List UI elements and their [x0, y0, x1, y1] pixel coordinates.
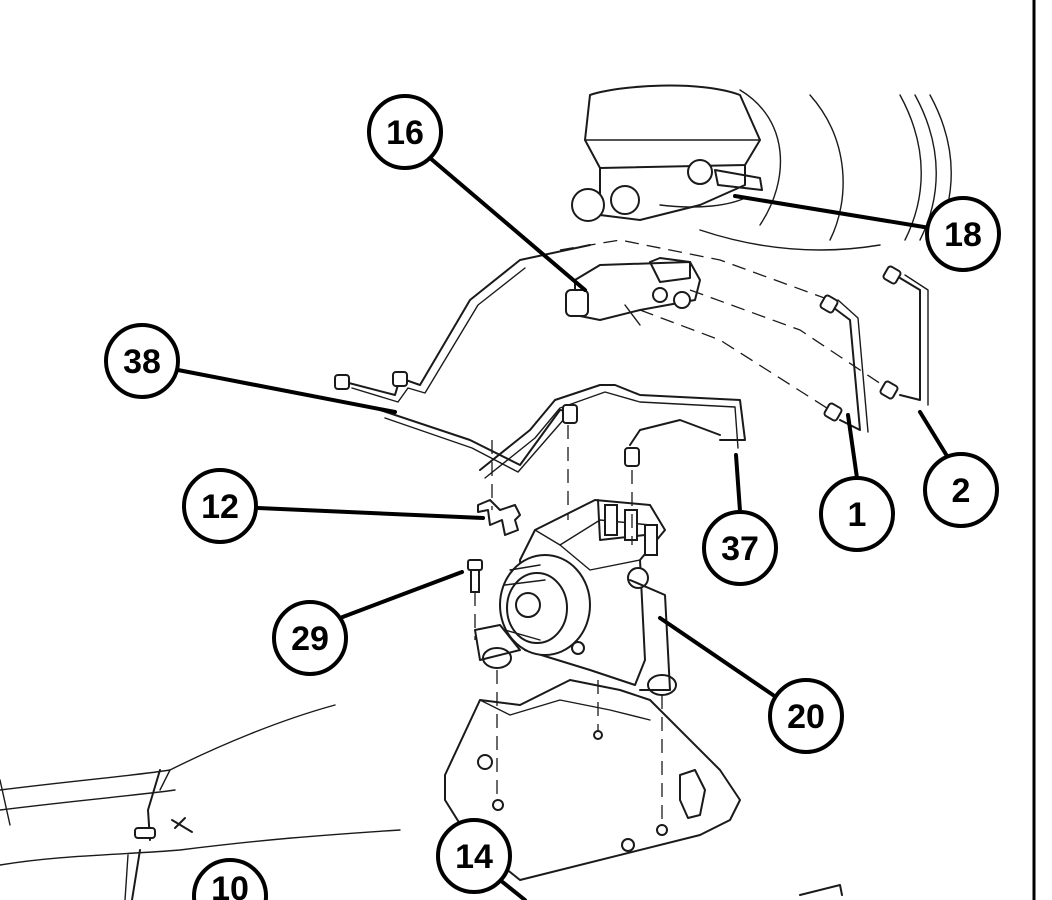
brake-line-38 [334, 244, 591, 473]
brake-line-path-c [689, 289, 891, 391]
callout-20-label: 20 [787, 698, 825, 736]
proportioning-valve [565, 257, 701, 326]
callout-16-label: 16 [386, 114, 424, 152]
leader-12 [256, 506, 485, 520]
callout-2: 2 [923, 452, 999, 528]
callout-2-label: 2 [952, 472, 971, 510]
brake-line-37 [479, 384, 746, 479]
callout-29: 29 [272, 600, 348, 676]
callout-10-label: 10 [211, 870, 249, 900]
mounting-bolt [467, 559, 483, 593]
callout-38: 38 [104, 323, 180, 399]
brake-line-path-b [639, 309, 831, 411]
callout-1: 1 [819, 476, 895, 552]
brake-booster [699, 89, 952, 251]
abs-hydraulic-module [499, 499, 666, 686]
lower-right-fragment [799, 884, 843, 896]
leader-16 [428, 156, 587, 292]
callout-1-label: 1 [848, 496, 867, 534]
brake-line-1 [819, 294, 869, 433]
leader-37 [734, 453, 742, 513]
leader-38 [176, 368, 397, 414]
callout-10: 10 [192, 858, 268, 900]
leader-29 [338, 570, 464, 620]
leader-2 [918, 410, 949, 458]
brake-line-2 [879, 265, 929, 406]
master-cylinder [571, 84, 763, 222]
callout-12-label: 12 [201, 488, 239, 526]
clip [477, 499, 521, 536]
callout-18-label: 18 [944, 216, 982, 254]
module-bracket [474, 579, 677, 696]
callout-37: 37 [702, 510, 778, 586]
leader-14 [498, 878, 527, 900]
callout-16: 16 [367, 94, 443, 170]
callout-29-label: 29 [291, 620, 329, 658]
callout-37-label: 37 [721, 530, 759, 568]
callout-14: 14 [436, 818, 512, 894]
callout-14-label: 14 [455, 838, 493, 876]
leader-20 [658, 616, 775, 697]
callout-18: 18 [925, 196, 1001, 272]
lower-left-hoses [0, 704, 401, 900]
callout-20: 20 [768, 678, 844, 754]
callout-38-label: 38 [123, 343, 161, 381]
leader-18 [733, 194, 932, 230]
leader-1 [846, 413, 859, 480]
callout-12: 12 [182, 468, 258, 544]
